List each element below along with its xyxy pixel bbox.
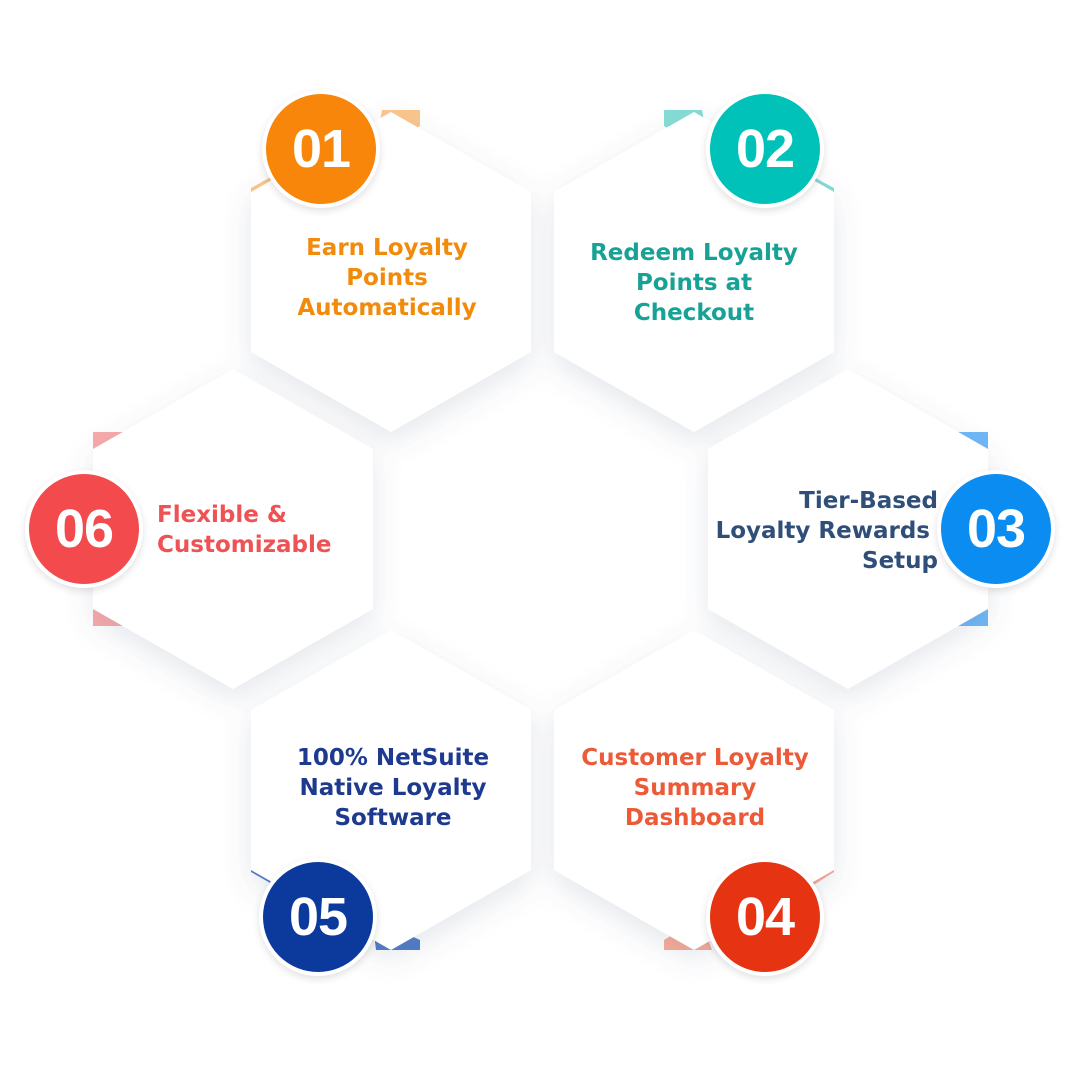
label-line: Redeem Loyalty: [590, 240, 798, 266]
label-line: Customer Loyalty: [581, 745, 809, 771]
number-badge-05: 05: [259, 858, 377, 976]
feature-label-05: 100% NetSuite Native Loyalty Software: [288, 743, 498, 833]
label-line: Setup: [862, 548, 938, 574]
label-line: Tier-Based: [799, 488, 938, 514]
label-line: Dashboard: [624, 805, 766, 831]
label-line: Points: [346, 265, 428, 291]
label-line: Flexible &: [157, 502, 287, 528]
label-line: Summary: [633, 775, 757, 801]
label-line: Points at: [635, 270, 753, 296]
feature-label-03: Tier-Based Loyalty Rewards Setup: [706, 486, 938, 576]
label-line: Checkout: [633, 300, 755, 326]
number-badge-02: 02: [706, 90, 824, 208]
feature-label-01: Earn Loyalty Points Automatically: [291, 233, 483, 323]
hexagon-06: [93, 369, 373, 689]
hexagon-03: [708, 369, 988, 689]
label-line: 100% NetSuite: [296, 745, 490, 771]
label-line: Earn Loyalty: [306, 235, 468, 261]
number-badge-06: 06: [25, 470, 143, 588]
number-badge-01: 01: [262, 90, 380, 208]
label-line: Loyalty Rewards: [715, 518, 930, 544]
feature-label-02: Redeem Loyalty Points at Checkout: [578, 238, 810, 328]
number-badge-03: 03: [937, 470, 1055, 588]
feature-label-04: Customer Loyalty Summary Dashboard: [570, 743, 820, 833]
label-line: Software: [334, 805, 452, 831]
number-badge-04: 04: [706, 858, 824, 976]
hexagons: [93, 112, 988, 950]
feature-label-06: Flexible & Customizable: [157, 500, 362, 560]
label-line: Customizable: [157, 532, 332, 558]
label-line: Native Loyalty: [299, 775, 487, 801]
label-line: Automatically: [297, 295, 477, 321]
